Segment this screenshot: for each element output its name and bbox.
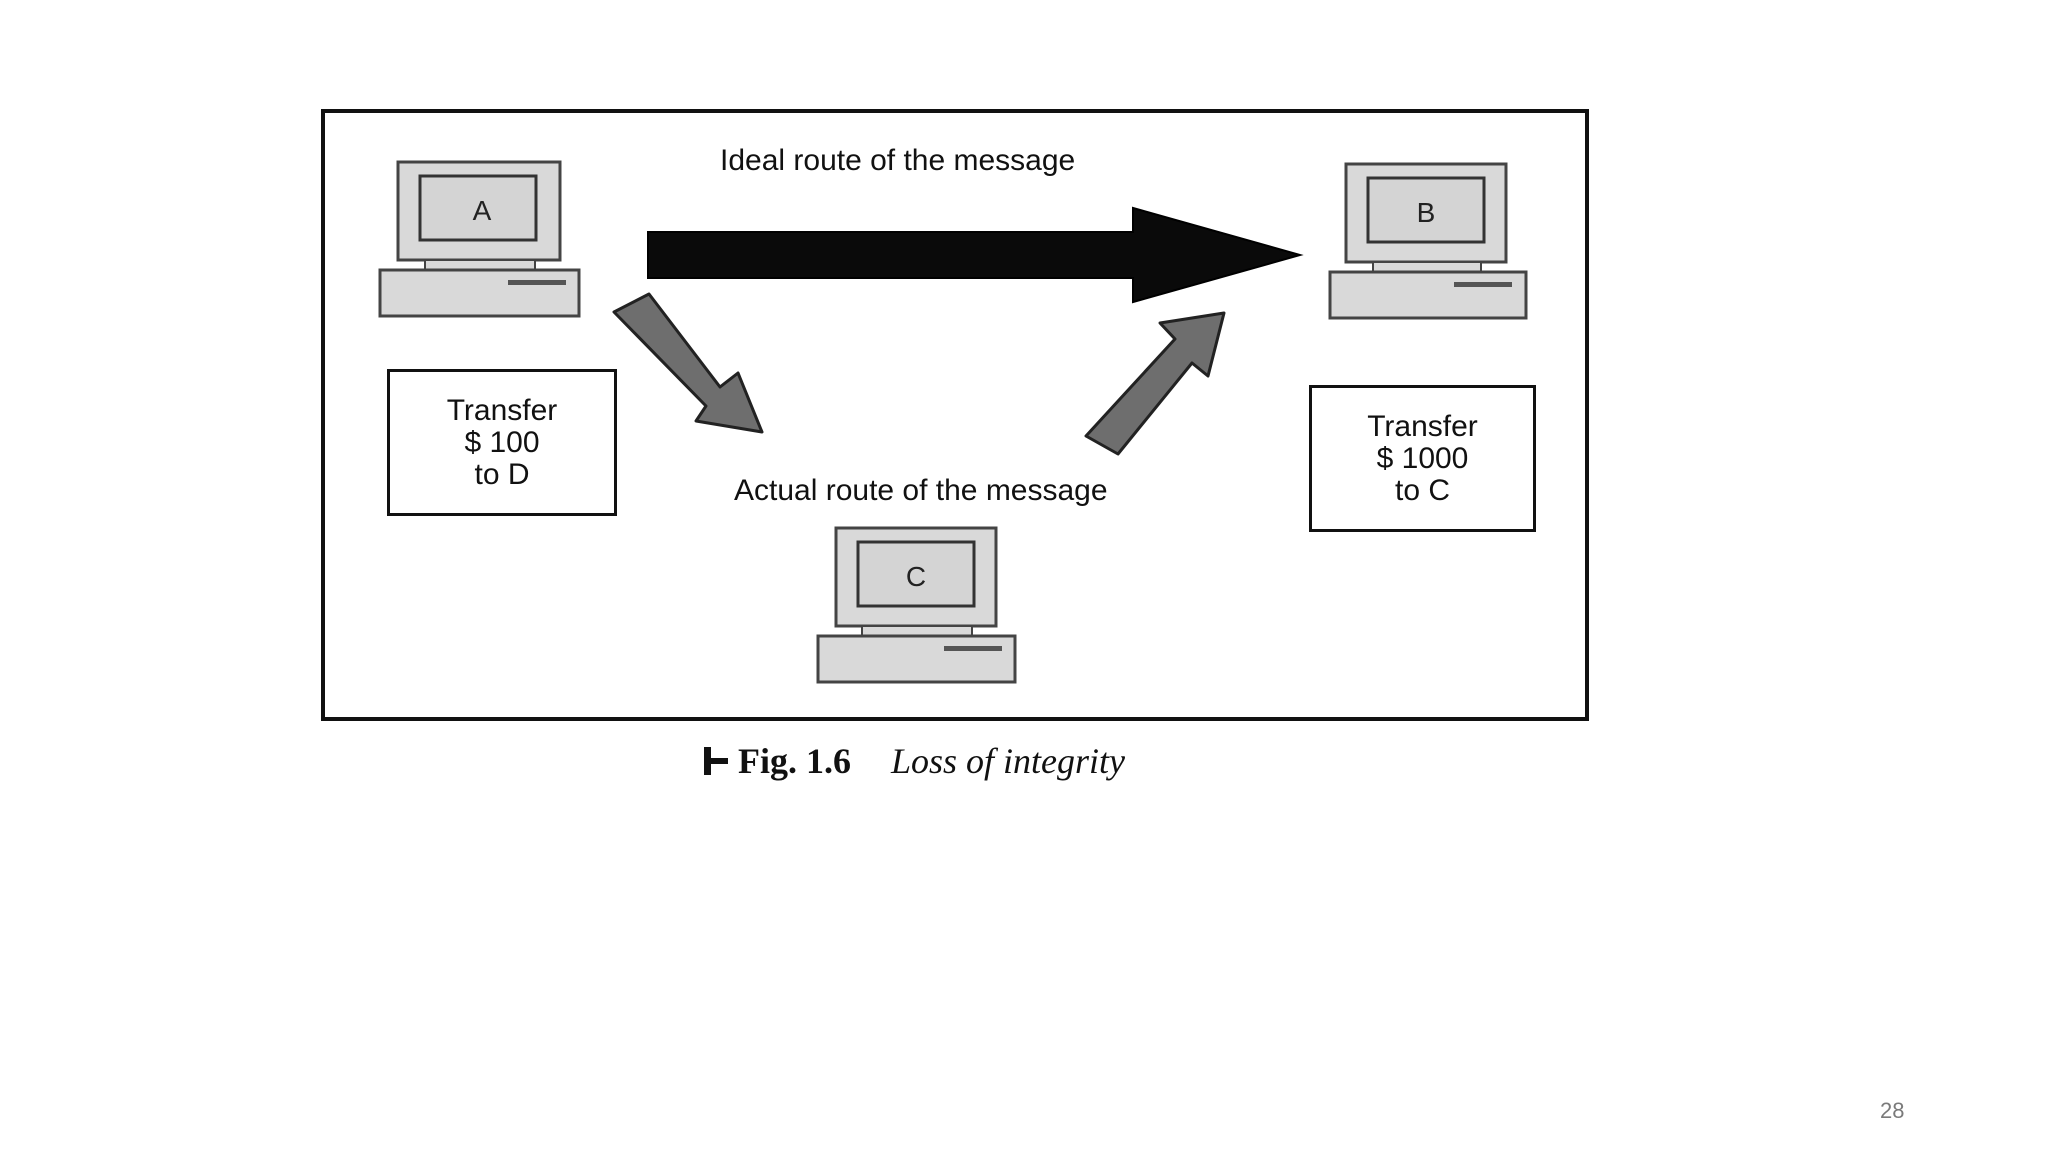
figure-title: Loss of integrity [891,741,1126,781]
actual-route-arrow-down [612,292,764,434]
message-b-line-3: to C [1394,473,1451,507]
message-b-line-1: Transfer [1367,409,1478,443]
computer-c-label: C [906,561,926,592]
actual-route-arrow-up [1084,311,1226,456]
ideal-route-label: Ideal route of the message [720,144,1076,177]
message-box-a: Transfer $ 100 to D [387,369,617,516]
caption-marker-icon [702,745,728,777]
message-a-line-2: $ 100 [464,425,540,459]
message-a-line-1: Transfer [446,393,558,427]
computer-b-label: B [1417,197,1436,228]
computer-b-icon: B [1328,162,1528,320]
ideal-route-arrow [647,206,1304,304]
page-number: 28 [1880,1098,1905,1123]
computer-a-icon: A [378,160,581,318]
message-b-line-2: $ 1000 [1376,441,1469,475]
message-box-b: Transfer $ 1000 to C [1309,385,1536,532]
message-a-line-3: to D [474,457,530,491]
computer-a-label: A [473,195,492,226]
figure-caption: Fig. 1.6 Loss of integrity [702,740,1125,782]
actual-route-label: Actual route of the message [734,474,1108,507]
figure-number: Fig. 1.6 [738,741,851,781]
computer-c-icon: C [816,526,1017,684]
